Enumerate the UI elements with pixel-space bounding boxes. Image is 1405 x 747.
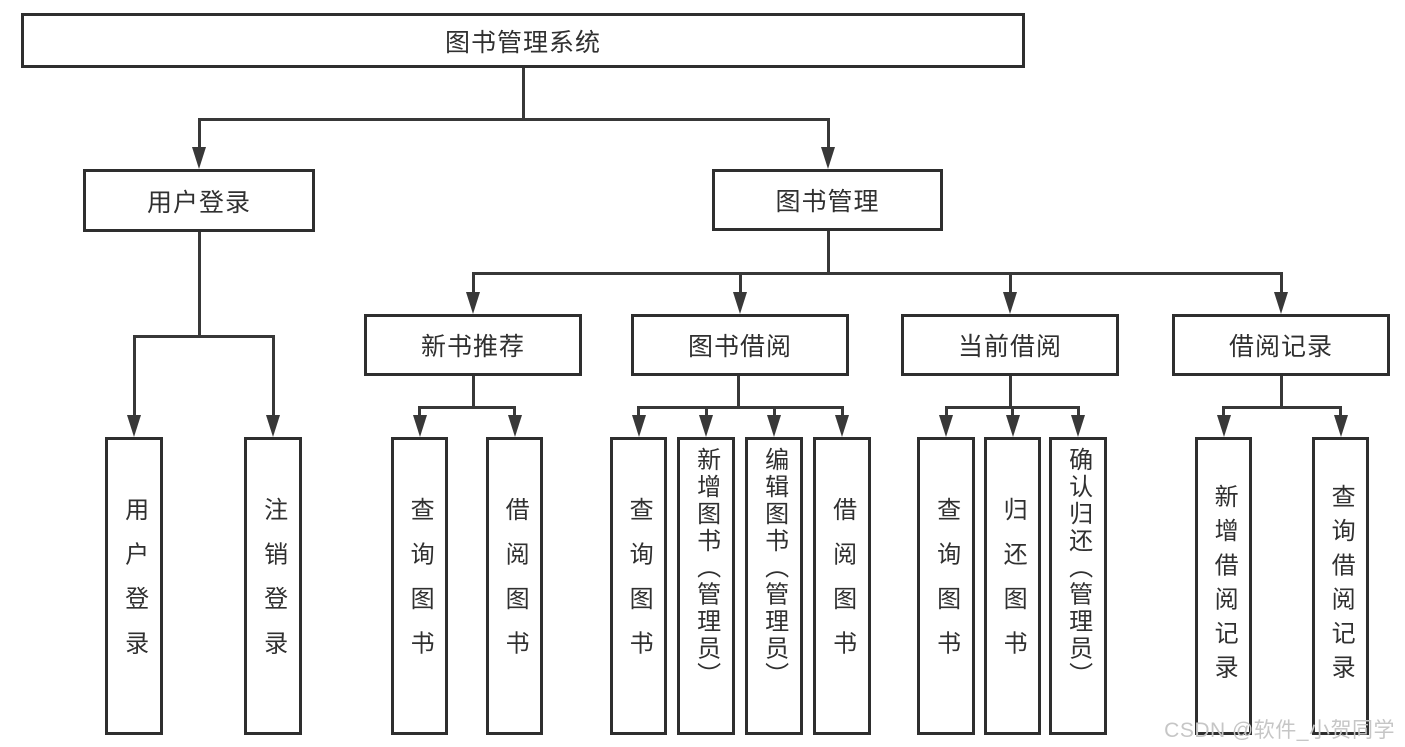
arrowhead-down <box>1003 292 1017 314</box>
leaf-confirm-return-admin: 确认归还（管理员） <box>1049 437 1107 735</box>
arrowhead-down <box>413 415 427 437</box>
leaf-label: 查询图书 <box>625 497 653 675</box>
arrowhead-down <box>939 415 953 437</box>
connector-line <box>197 232 201 335</box>
connector-line <box>271 335 275 418</box>
connector-line <box>1008 376 1012 406</box>
node-label: 当前借阅 <box>957 333 1062 361</box>
leaf-label: 查询图书 <box>932 497 960 675</box>
node-label: 借阅记录 <box>1228 333 1333 361</box>
leaf-label: 归还图书 <box>999 497 1027 675</box>
arrowhead-down <box>192 147 206 169</box>
arrowhead-down <box>466 292 480 314</box>
connector-line <box>1008 272 1012 296</box>
node-current-borrowing: 当前借阅 <box>901 314 1119 376</box>
connector-line <box>738 272 742 296</box>
leaf-edit-books-admin: 编辑图书（管理员） <box>745 437 803 735</box>
node-label: 图书管理 <box>775 188 880 216</box>
node-label: 用户登录 <box>146 188 251 217</box>
connector-line <box>737 376 740 406</box>
leaf-query-books: 查询图书 <box>391 437 448 735</box>
leaf-label: 新增借阅记录 <box>1210 483 1238 689</box>
connector-line <box>704 406 708 418</box>
connector-line <box>418 406 421 418</box>
connector-line <box>521 68 525 118</box>
leaf-label: 新增图书（管理员） <box>692 447 720 689</box>
node-borrowing-records: 借阅记录 <box>1172 314 1390 376</box>
leaf-user-login: 用户登录 <box>105 437 163 735</box>
arrowhead-down <box>1274 292 1288 314</box>
leaf-label: 借阅图书 <box>828 497 856 675</box>
connector-line <box>1222 406 1225 418</box>
leaf-logout: 注销登录 <box>244 437 302 735</box>
arrowhead-down <box>835 415 849 437</box>
leaf-label: 用户登录 <box>120 497 148 675</box>
arrowhead-down <box>508 415 522 437</box>
leaf-query-books: 查询图书 <box>610 437 667 735</box>
node-book-management: 图书管理 <box>712 169 943 231</box>
leaf-label: 注销登录 <box>259 497 287 675</box>
connector-line <box>471 376 475 406</box>
arrowhead-down <box>1217 415 1231 437</box>
connector-line <box>471 272 475 296</box>
node-new-book-recommend: 新书推荐 <box>364 314 582 376</box>
arrowhead-down <box>699 415 713 437</box>
leaf-label: 查询借阅记录 <box>1327 483 1355 689</box>
connector-line <box>513 406 516 418</box>
connector-line <box>1339 406 1342 418</box>
arrowhead-down <box>821 147 835 169</box>
leaf-borrow-books: 借阅图书 <box>486 437 543 735</box>
connector-line <box>1011 406 1014 418</box>
arrowhead-down <box>1006 415 1020 437</box>
leaf-query-borrow-record: 查询借阅记录 <box>1312 437 1369 735</box>
arrowhead-down <box>1334 415 1348 437</box>
node-library-system: 图书管理系统 <box>21 13 1025 68</box>
node-label: 图书管理系统 <box>444 28 601 57</box>
leaf-add-borrow-record: 新增借阅记录 <box>1195 437 1252 735</box>
connector-line <box>826 118 830 150</box>
connector-line <box>772 406 776 418</box>
arrowhead-down <box>127 415 141 437</box>
connector-line <box>418 406 516 409</box>
leaf-add-books-admin: 新增图书（管理员） <box>677 437 735 735</box>
connector-line <box>637 406 843 409</box>
leaf-label: 查询图书 <box>406 497 434 675</box>
connector-line <box>132 335 136 418</box>
node-label: 新书推荐 <box>420 333 525 361</box>
connector-line <box>1222 406 1342 409</box>
connector-line <box>637 406 640 418</box>
arrowhead-down <box>1071 415 1085 437</box>
arrowhead-down <box>767 415 781 437</box>
connector-line <box>840 406 844 418</box>
leaf-label: 编辑图书（管理员） <box>760 447 788 689</box>
leaf-return-books: 归还图书 <box>984 437 1041 735</box>
arrowhead-down <box>733 292 747 314</box>
connector-line <box>471 272 1283 275</box>
node-user-login: 用户登录 <box>83 169 315 232</box>
connector-line <box>132 335 275 338</box>
leaf-query-books: 查询图书 <box>917 437 975 735</box>
leaf-borrow-books: 借阅图书 <box>813 437 871 735</box>
connector-line <box>1279 376 1283 406</box>
node-book-borrowing: 图书借阅 <box>631 314 849 376</box>
connector-line <box>197 118 830 121</box>
arrowhead-down <box>266 415 280 437</box>
connector-line <box>944 406 948 418</box>
arrowhead-down <box>632 415 646 437</box>
csdn-watermark: CSDN @软件_小贺同学 <box>1164 719 1395 742</box>
node-label: 图书借阅 <box>687 333 792 361</box>
leaf-label: 借阅图书 <box>501 497 529 675</box>
connector-line <box>1279 272 1283 296</box>
connector-line <box>826 231 830 272</box>
connector-line <box>1076 406 1080 418</box>
connector-line <box>197 118 201 150</box>
leaf-label: 确认归还（管理员） <box>1064 447 1092 689</box>
